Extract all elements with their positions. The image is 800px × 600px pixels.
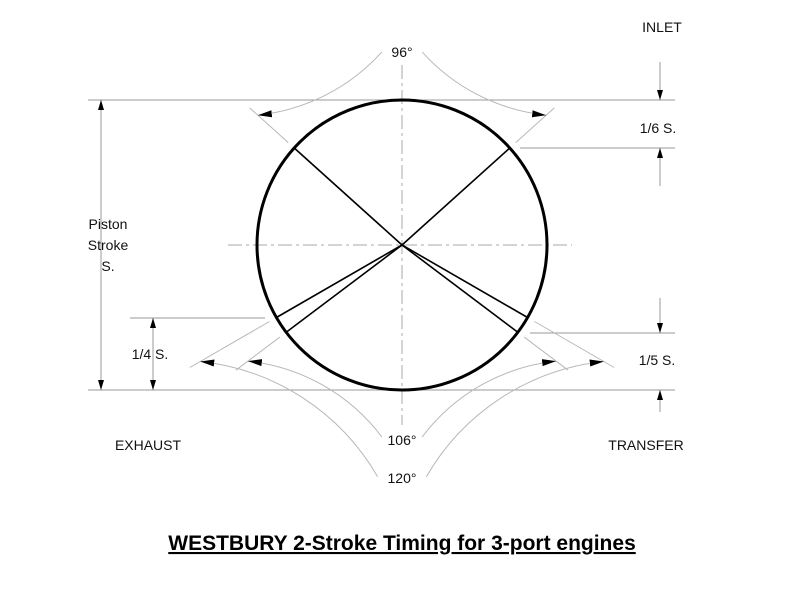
- piston-label-line1: Piston: [89, 216, 128, 232]
- inlet-port-line: [401, 147, 511, 246]
- inlet-angle-arc: [257, 51, 383, 118]
- exhaust-port-line: [401, 244, 528, 319]
- inlet-port-line: [293, 147, 403, 246]
- exhaust-extension-line: [534, 321, 615, 368]
- inlet-extension-line: [515, 107, 555, 143]
- transfer-height-label: 1/5 S.: [639, 352, 676, 368]
- exhaust-angle-label: 120°: [388, 470, 417, 486]
- port-timing-geometry: [189, 51, 615, 477]
- exhaust-port-line: [276, 244, 403, 319]
- exhaust-label: EXHAUST: [115, 437, 182, 453]
- piston-label-line2: Stroke: [88, 237, 129, 253]
- transfer-label: TRANSFER: [608, 437, 683, 453]
- crank-circle: [255, 98, 549, 392]
- transfer-angle-arc: [421, 359, 557, 438]
- transfer-angle-label: 106°: [388, 432, 417, 448]
- transfer-port-line: [285, 244, 403, 333]
- inlet-angle-arc: [421, 51, 547, 118]
- exhaust-extension-line: [189, 321, 270, 368]
- exhaust-angle-arc: [200, 359, 379, 477]
- inlet-label: INLET: [642, 19, 682, 35]
- transfer-extension-line: [235, 336, 281, 371]
- inlet-extension-line: [249, 107, 289, 143]
- transfer-angle-arc: [247, 359, 383, 438]
- transfer-extension-line: [523, 336, 569, 371]
- diagram-title: WESTBURY 2-Stroke Timing for 3-port engi…: [168, 532, 636, 555]
- exhaust-height-label: 1/4 S.: [132, 346, 169, 362]
- exhaust-angle-arc: [425, 359, 604, 477]
- transfer-port-line: [401, 244, 519, 333]
- piston-label-line3: S.: [101, 258, 114, 274]
- inlet-angle-label: 96°: [391, 44, 412, 60]
- inlet-height-label: 1/6 S.: [640, 120, 677, 136]
